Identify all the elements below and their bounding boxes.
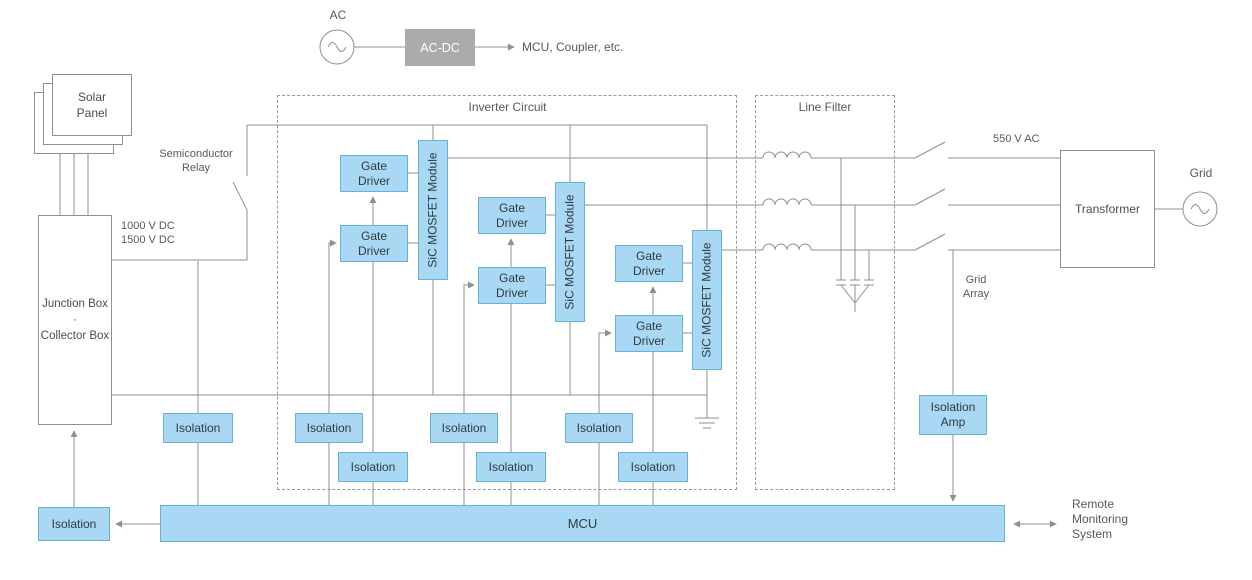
mcu-coupler-label: MCU, Coupler, etc. <box>522 40 624 54</box>
ac-voltage-label: 550 V AC <box>993 133 1040 145</box>
isolation-box-1: Isolation <box>163 413 233 443</box>
junction-box-separator: · <box>73 314 77 326</box>
dc-voltage-label: 1000 V DC 1500 V DC <box>121 219 185 247</box>
inductor-symbols <box>762 151 812 251</box>
line-filter-region <box>755 95 895 490</box>
isolation-box-4-label: Isolation <box>576 420 622 435</box>
inverter-circuit-region <box>277 95 737 490</box>
mcu-bar: MCU <box>160 505 1005 542</box>
gate-driver-1-label: Gate Driver <box>358 158 390 188</box>
isolation-box-5-label: Isolation <box>350 459 396 474</box>
gate-driver-4-label: Gate Driver <box>496 270 528 300</box>
isolation-box-5: Isolation <box>338 452 408 482</box>
ac-source-label: AC <box>329 8 347 22</box>
grid-label: Grid <box>1189 166 1213 180</box>
isolation-box-3-label: Isolation <box>441 420 487 435</box>
gate-driver-2-label: Gate Driver <box>358 228 390 258</box>
isolation-box-4: Isolation <box>565 413 633 443</box>
remote-monitoring-label: Remote Monitoring System <box>1072 497 1129 541</box>
gate-feed-arrow-3 <box>598 329 612 413</box>
gate-feed-arrow-2 <box>463 281 475 413</box>
gate-driver-3-label: Gate Driver <box>496 200 528 230</box>
phase-wiring <box>354 46 1183 395</box>
relay-switch-symbol <box>232 181 248 211</box>
isolation-amp-label: Isolation Amp <box>930 400 976 429</box>
isolation-box-7: Isolation <box>618 452 688 482</box>
gate-driver-6-label: Gate Driver <box>633 318 665 348</box>
solar-panel-box: Solar Panel <box>52 74 132 136</box>
isolation-box-6-label: Isolation <box>488 459 534 474</box>
dc-voltage-2: 1500 V DC <box>121 234 175 246</box>
sic-mosfet-module-1: SiC MOSFET Module <box>418 140 448 280</box>
isolation-box-6: Isolation <box>476 452 546 482</box>
isolation-box-2: Isolation <box>295 413 363 443</box>
isolation-box-1-label: Isolation <box>175 420 221 435</box>
solar-panel-label: Solar Panel <box>76 90 108 120</box>
gate-driver-6: Gate Driver <box>615 315 683 352</box>
isolation-box-7-label: Isolation <box>630 459 676 474</box>
capacitor-network <box>836 158 874 312</box>
inverter-circuit-title: Inverter Circuit <box>468 100 547 114</box>
junction-box: Junction Box · Collector Box <box>38 215 112 425</box>
grid-array-label: Grid Array <box>962 274 990 300</box>
control-wiring <box>197 261 654 505</box>
dc-voltage-1: 1000 V DC <box>121 220 175 232</box>
pv-wiring <box>59 124 708 396</box>
gate-driver-5: Gate Driver <box>615 245 683 282</box>
sic-mosfet-module-3: SiC MOSFET Module <box>692 230 722 370</box>
line-filter-title: Line Filter <box>798 100 852 114</box>
semiconductor-relay-label: Semiconductor Relay <box>159 148 233 174</box>
isolation-box-3: Isolation <box>430 413 498 443</box>
transformer-label: Transformer <box>1075 202 1140 216</box>
isolation-box-8-label: Isolation <box>51 516 97 531</box>
gate-driver-1: Gate Driver <box>340 155 408 192</box>
junction-box-label: Junction Box <box>42 298 108 310</box>
ground-symbol <box>695 395 719 429</box>
collector-box-label: Collector Box <box>40 330 110 342</box>
gate-driver-4: Gate Driver <box>478 267 546 304</box>
gate-driver-3: Gate Driver <box>478 197 546 234</box>
grid-icon <box>1182 191 1218 227</box>
acdc-converter-label: AC-DC <box>420 40 460 55</box>
transformer-box: Transformer <box>1060 150 1155 268</box>
gate-driver-2: Gate Driver <box>340 225 408 262</box>
sic-mosfet-module-3-label: SiC MOSFET Module <box>699 242 714 358</box>
sic-mosfet-module-2: SiC MOSFET Module <box>555 182 585 322</box>
gate-feed-arrow-1 <box>328 239 337 413</box>
mcu-label: MCU <box>567 516 598 531</box>
gate-driver-5-label: Gate Driver <box>633 248 665 278</box>
ac-switch-symbols <box>914 141 946 251</box>
sic-mosfet-module-1-label: SiC MOSFET Module <box>425 152 440 268</box>
acdc-converter-box: AC-DC <box>405 29 475 66</box>
isolation-box-8: Isolation <box>38 507 110 541</box>
isolation-amp-box: Isolation Amp <box>919 395 987 435</box>
ac-source-icon <box>319 29 355 65</box>
sic-mosfet-module-2-label: SiC MOSFET Module <box>562 194 577 310</box>
isolation-box-2-label: Isolation <box>306 420 352 435</box>
